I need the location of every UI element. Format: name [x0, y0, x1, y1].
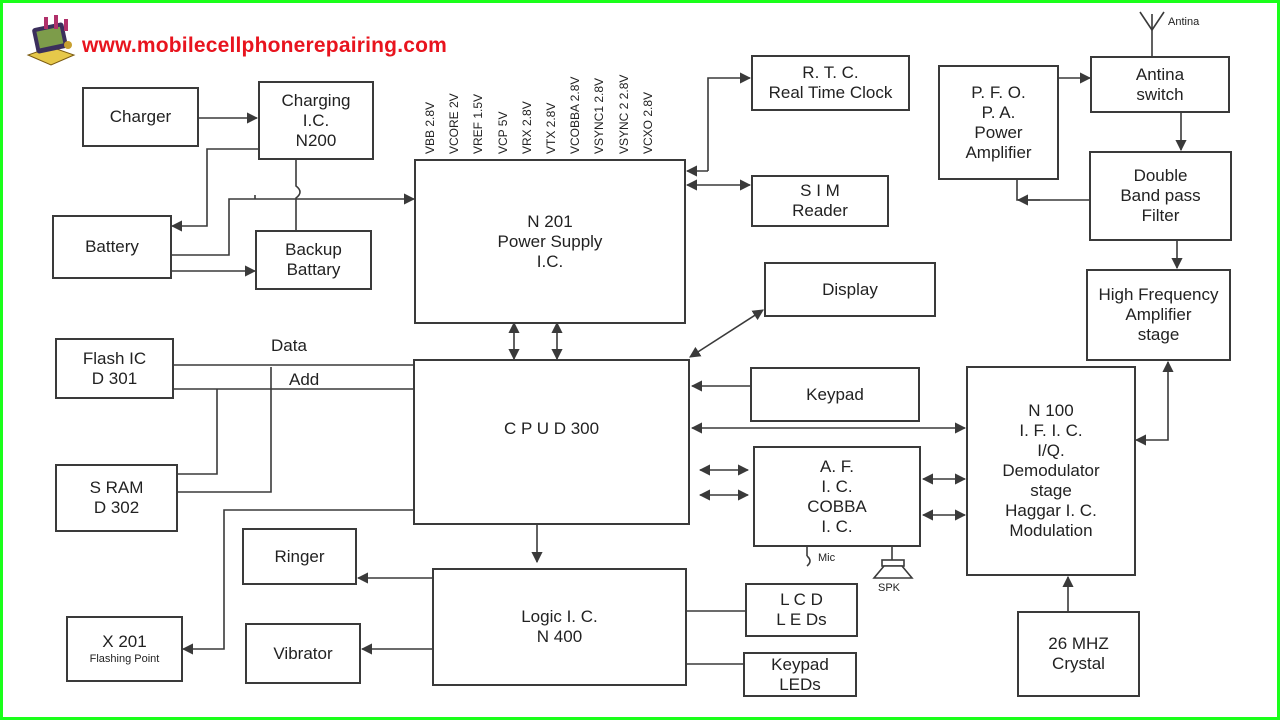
antenna-icon: [1139, 11, 1165, 32]
backup-battery-block[interactable]: Backup Battary: [255, 230, 372, 290]
cpu-block[interactable]: C P U D 300: [413, 359, 690, 525]
charger-block[interactable]: Charger: [82, 87, 199, 147]
site-url[interactable]: www.mobilecellphonerepairing.com: [82, 34, 448, 57]
pfo-pa-block[interactable]: P. F. O. P. A. Power Amplifier: [938, 65, 1059, 180]
hf-amplifier-block[interactable]: High Frequency Amplifier stage: [1086, 269, 1231, 361]
ringer-block[interactable]: Ringer: [242, 528, 357, 585]
speaker-label: SPK: [878, 582, 901, 594]
sim-reader-block[interactable]: S I M Reader: [751, 175, 889, 227]
audio-ic-block[interactable]: A. F. I. C. COBBA I. C.: [753, 446, 921, 547]
voltage-rail-label: VSYNC 2 2.8V: [616, 74, 631, 154]
keypad-block[interactable]: Keypad: [750, 367, 920, 422]
crystal-block[interactable]: 26 MHZ Crystal: [1017, 611, 1140, 697]
logic-ic-block[interactable]: Logic I. C. N 400: [432, 568, 687, 686]
microphone-icon: [806, 546, 811, 567]
display-block[interactable]: Display: [764, 262, 936, 317]
antenna-switch-block[interactable]: Antina switch: [1090, 56, 1230, 113]
keypad-leds-block[interactable]: Keypad LEDs: [743, 652, 857, 697]
rtc-block[interactable]: R. T. C. Real Time Clock: [751, 55, 910, 111]
charging-ic-block[interactable]: Charging I.C. N200: [258, 81, 374, 160]
antenna-label: Antina: [1168, 16, 1200, 28]
mic-label: Mic: [818, 552, 836, 564]
voltage-rail-label: VRX 2.8V: [519, 101, 534, 154]
voltage-rail-label: VCXO 2.8V: [640, 91, 655, 154]
phone-repair-logo-icon: [26, 15, 76, 66]
voltage-rail-label: VTX 2.8V: [544, 102, 558, 154]
sram-block[interactable]: S RAM D 302: [55, 464, 178, 532]
band-pass-filter-block[interactable]: Double Band pass Filter: [1089, 151, 1232, 241]
address-bus-label: Add: [289, 370, 320, 389]
speaker-icon: [872, 546, 914, 579]
battery-block[interactable]: Battery: [52, 215, 172, 279]
x201-subtitle: Flashing Point: [89, 653, 160, 665]
voltage-rail-label: VBB 2.8V: [423, 101, 437, 154]
voltage-rail-label: VCORE 2V: [447, 93, 462, 154]
flash-ic-block[interactable]: Flash IC D 301: [55, 338, 174, 399]
x201-title: X 201: [102, 632, 147, 651]
voltage-rail-label: VREF 1.5V: [471, 93, 486, 154]
if-ic-block[interactable]: N 100 I. F. I. C. I/Q. Demodulator stage…: [966, 366, 1136, 576]
lcd-leds-block[interactable]: L C D L E Ds: [745, 583, 858, 637]
voltage-rail-label: VSYNC1 2.8V: [592, 77, 607, 154]
x201-flashing-point-block[interactable]: X 201 Flashing Point: [66, 616, 183, 682]
vibrator-block[interactable]: Vibrator: [245, 623, 361, 684]
data-bus-label: Data: [271, 336, 307, 355]
power-supply-block[interactable]: N 201 Power Supply I.C.: [414, 159, 686, 324]
voltage-rail-label: VCOBBA 2.8V: [568, 76, 583, 154]
voltage-rail-label: VCP 5V: [495, 111, 510, 154]
